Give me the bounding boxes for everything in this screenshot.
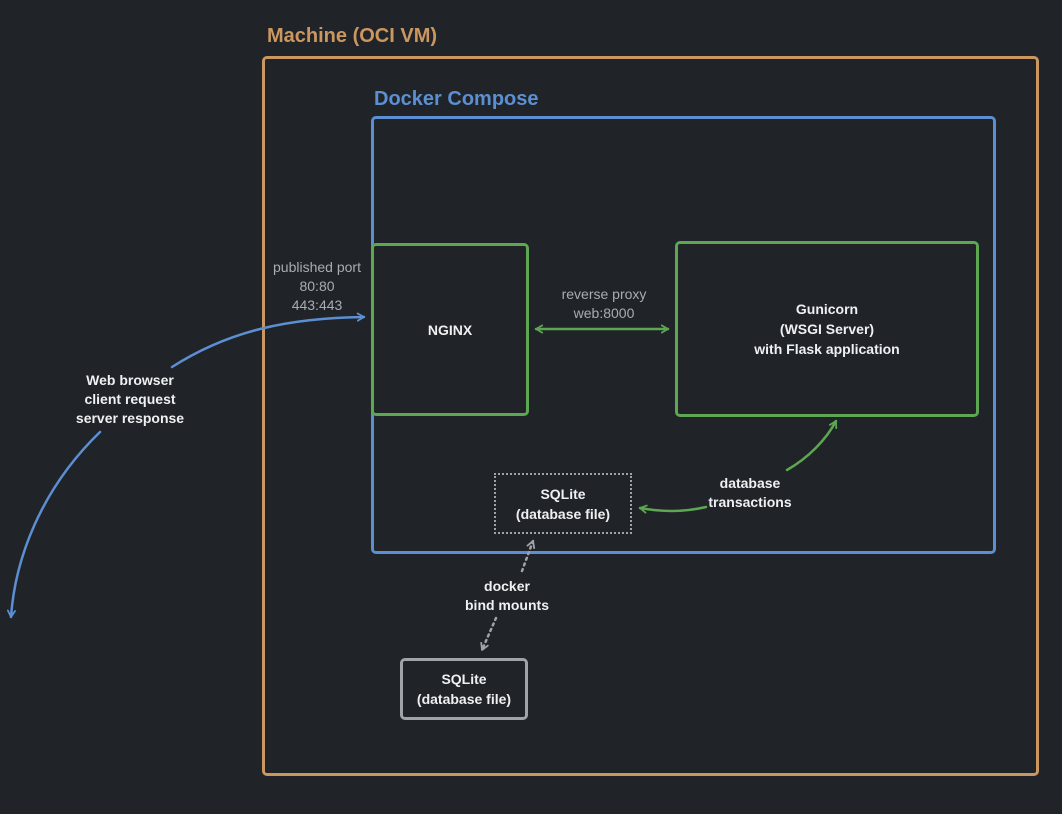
sqlite-host-box[interactable]: SQLite (database file) [400, 658, 528, 720]
sqlite-host-label-line-1: SQLite [441, 671, 487, 687]
db-transactions-label: database transactions [708, 474, 791, 512]
gunicorn-box[interactable]: Gunicorn (WSGI Server) with Flask applic… [675, 241, 979, 417]
sqlite-host-label-line-2: (database file) [416, 691, 512, 707]
db-to-sqlite-arrow [638, 504, 708, 514]
web-browser-line-2: client request [84, 391, 176, 407]
published-port-label: published port 80:80 443:443 [273, 258, 361, 315]
gunicorn-db-arrow [785, 419, 838, 472]
bind-mounts-line-2: bind mounts [465, 597, 549, 613]
bind-mounts-line-1: docker [484, 578, 530, 594]
sqlite-container-box[interactable]: SQLite (database file) [494, 473, 632, 534]
published-port-line-1: published port [273, 259, 361, 275]
nginx-box[interactable]: NGINX [371, 243, 529, 416]
reverse-proxy-line-1: reverse proxy [561, 286, 647, 302]
db-transactions-line-1: database [719, 475, 781, 491]
gunicorn-label-line-1: Gunicorn [795, 301, 859, 317]
db-transactions-line-2: transactions [708, 494, 792, 510]
published-port-line-2: 80:80 [299, 278, 335, 294]
reverse-proxy-line-2: web:8000 [573, 305, 635, 321]
bind-mount-arrow-top [520, 539, 536, 573]
machine-boundary [262, 56, 1039, 776]
browser-to-nginx-arrow [170, 312, 366, 369]
published-port-line-3: 443:443 [291, 297, 343, 313]
web-browser-line-3: server response [75, 410, 185, 426]
response-to-browser-arrow [6, 430, 102, 619]
bind-mounts-label: docker bind mounts [465, 577, 549, 615]
gunicorn-label-line-3: with Flask application [754, 341, 900, 357]
machine-title: Machine (OCI VM) [267, 25, 438, 47]
reverse-proxy-label: reverse proxy web:8000 [562, 285, 647, 323]
nginx-label: NGINX [427, 321, 473, 338]
bind-mount-arrow-bottom [480, 616, 498, 652]
gunicorn-label-line-2: (WSGI Server) [779, 321, 875, 337]
sqlite-container-label-line-1: SQLite [540, 485, 586, 502]
web-browser-label: Web browser client request server respon… [75, 371, 185, 428]
sqlite-container-label-line-2: (database file) [515, 505, 611, 522]
web-browser-line-1: Web browser [86, 372, 174, 388]
docker-compose-title: Docker Compose [374, 88, 539, 110]
